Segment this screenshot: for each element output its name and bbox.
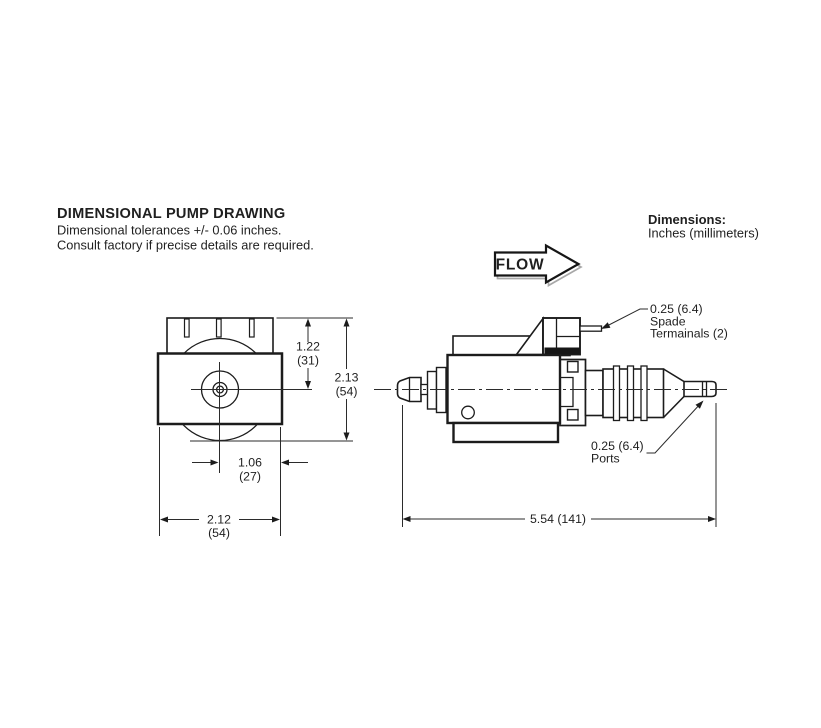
side-view: 0.25 (6.4) Spade Termainals (2) 0.25 (6.…: [374, 302, 731, 527]
inlet-flange-1: [426, 370, 438, 410]
dim-height-total: 2.13 (54): [335, 318, 359, 441]
spade-label-line1: 0.25 (6.4): [650, 302, 703, 316]
rib: [626, 365, 635, 422]
dim-total-height-mm: (54): [336, 385, 358, 399]
coupling-ribs: [612, 365, 648, 422]
spade-label-line3: Termainals (2): [650, 327, 728, 341]
dim-total-height-in: 2.13: [335, 371, 359, 385]
dimensions-label: Dimensions:: [648, 212, 726, 227]
dim-top-to-center-in: 1.22: [296, 340, 320, 354]
dim-top-to-center-mm: (31): [297, 354, 319, 368]
flow-label: FLOW: [496, 257, 545, 274]
terminal-pin: [215, 318, 222, 338]
bracket-notch: [560, 376, 574, 408]
ports-leader-line: [646, 402, 702, 454]
terminal-pin: [183, 318, 190, 338]
spade-terminals-callout: 0.25 (6.4) Spade Termainals (2): [601, 302, 728, 341]
front-view: 1.22 (31) 2.13 (54) 1.06 (27) 2.: [156, 317, 359, 540]
bracket-screw-hole-top: [566, 360, 579, 373]
ports-label-line1: 0.25 (6.4): [591, 439, 644, 453]
tolerance-note-line1: Dimensional tolerances +/- 0.06 inches.: [57, 223, 281, 238]
page-title: DIMENSIONAL PUMP DRAWING: [57, 206, 285, 222]
front-extension-lines: [159, 317, 353, 536]
vent-hole: [461, 405, 475, 420]
rib: [612, 365, 621, 422]
dim-total-width-mm: (54): [208, 526, 230, 540]
dim-center-to-edge-in: 1.06: [238, 456, 262, 470]
dim-width-total: 2.12 (54): [160, 513, 280, 540]
spade-leader-line: [602, 308, 648, 329]
spade-label-line2: Spade: [650, 315, 686, 329]
dim-height-top: 1.22 (31): [296, 318, 320, 389]
outlet-taper: [662, 368, 685, 419]
outlet-tip-ring: [701, 382, 708, 396]
flow-arrow: FLOW: [493, 243, 583, 287]
header: DIMENSIONAL PUMP DRAWING Dimensional tol…: [57, 206, 759, 253]
terminal-pin: [248, 318, 255, 338]
rib: [640, 365, 648, 422]
ports-callout: 0.25 (6.4) Ports: [591, 400, 704, 466]
base-foot: [452, 421, 560, 444]
dim-total-width-in: 2.12: [207, 513, 231, 527]
terminal-block: [542, 317, 581, 356]
ports-leader-arrowhead: [695, 400, 704, 409]
bracket-screw-hole-bottom: [566, 408, 579, 421]
dim-length-total: 5.54 (141): [402, 403, 717, 527]
spade-leader-arrowhead: [601, 322, 611, 329]
terminal-pins: [183, 318, 255, 338]
tolerance-note-line2: Consult factory if precise details are r…: [57, 238, 314, 253]
bracket-details: [560, 360, 579, 421]
ports-label-line2: Ports: [591, 452, 620, 466]
dim-center-to-edge-mm: (27): [239, 470, 261, 484]
pump-head-neck: [584, 369, 604, 417]
dim-total-length: 5.54 (141): [530, 512, 586, 526]
spade-terminal: [579, 325, 603, 332]
dim-width-center: 1.06 (27): [192, 456, 308, 484]
flow-arrow-shape: [493, 243, 581, 285]
dimensions-units: Inches (millimeters): [648, 226, 759, 241]
outlet-barb-tip: [683, 380, 717, 398]
